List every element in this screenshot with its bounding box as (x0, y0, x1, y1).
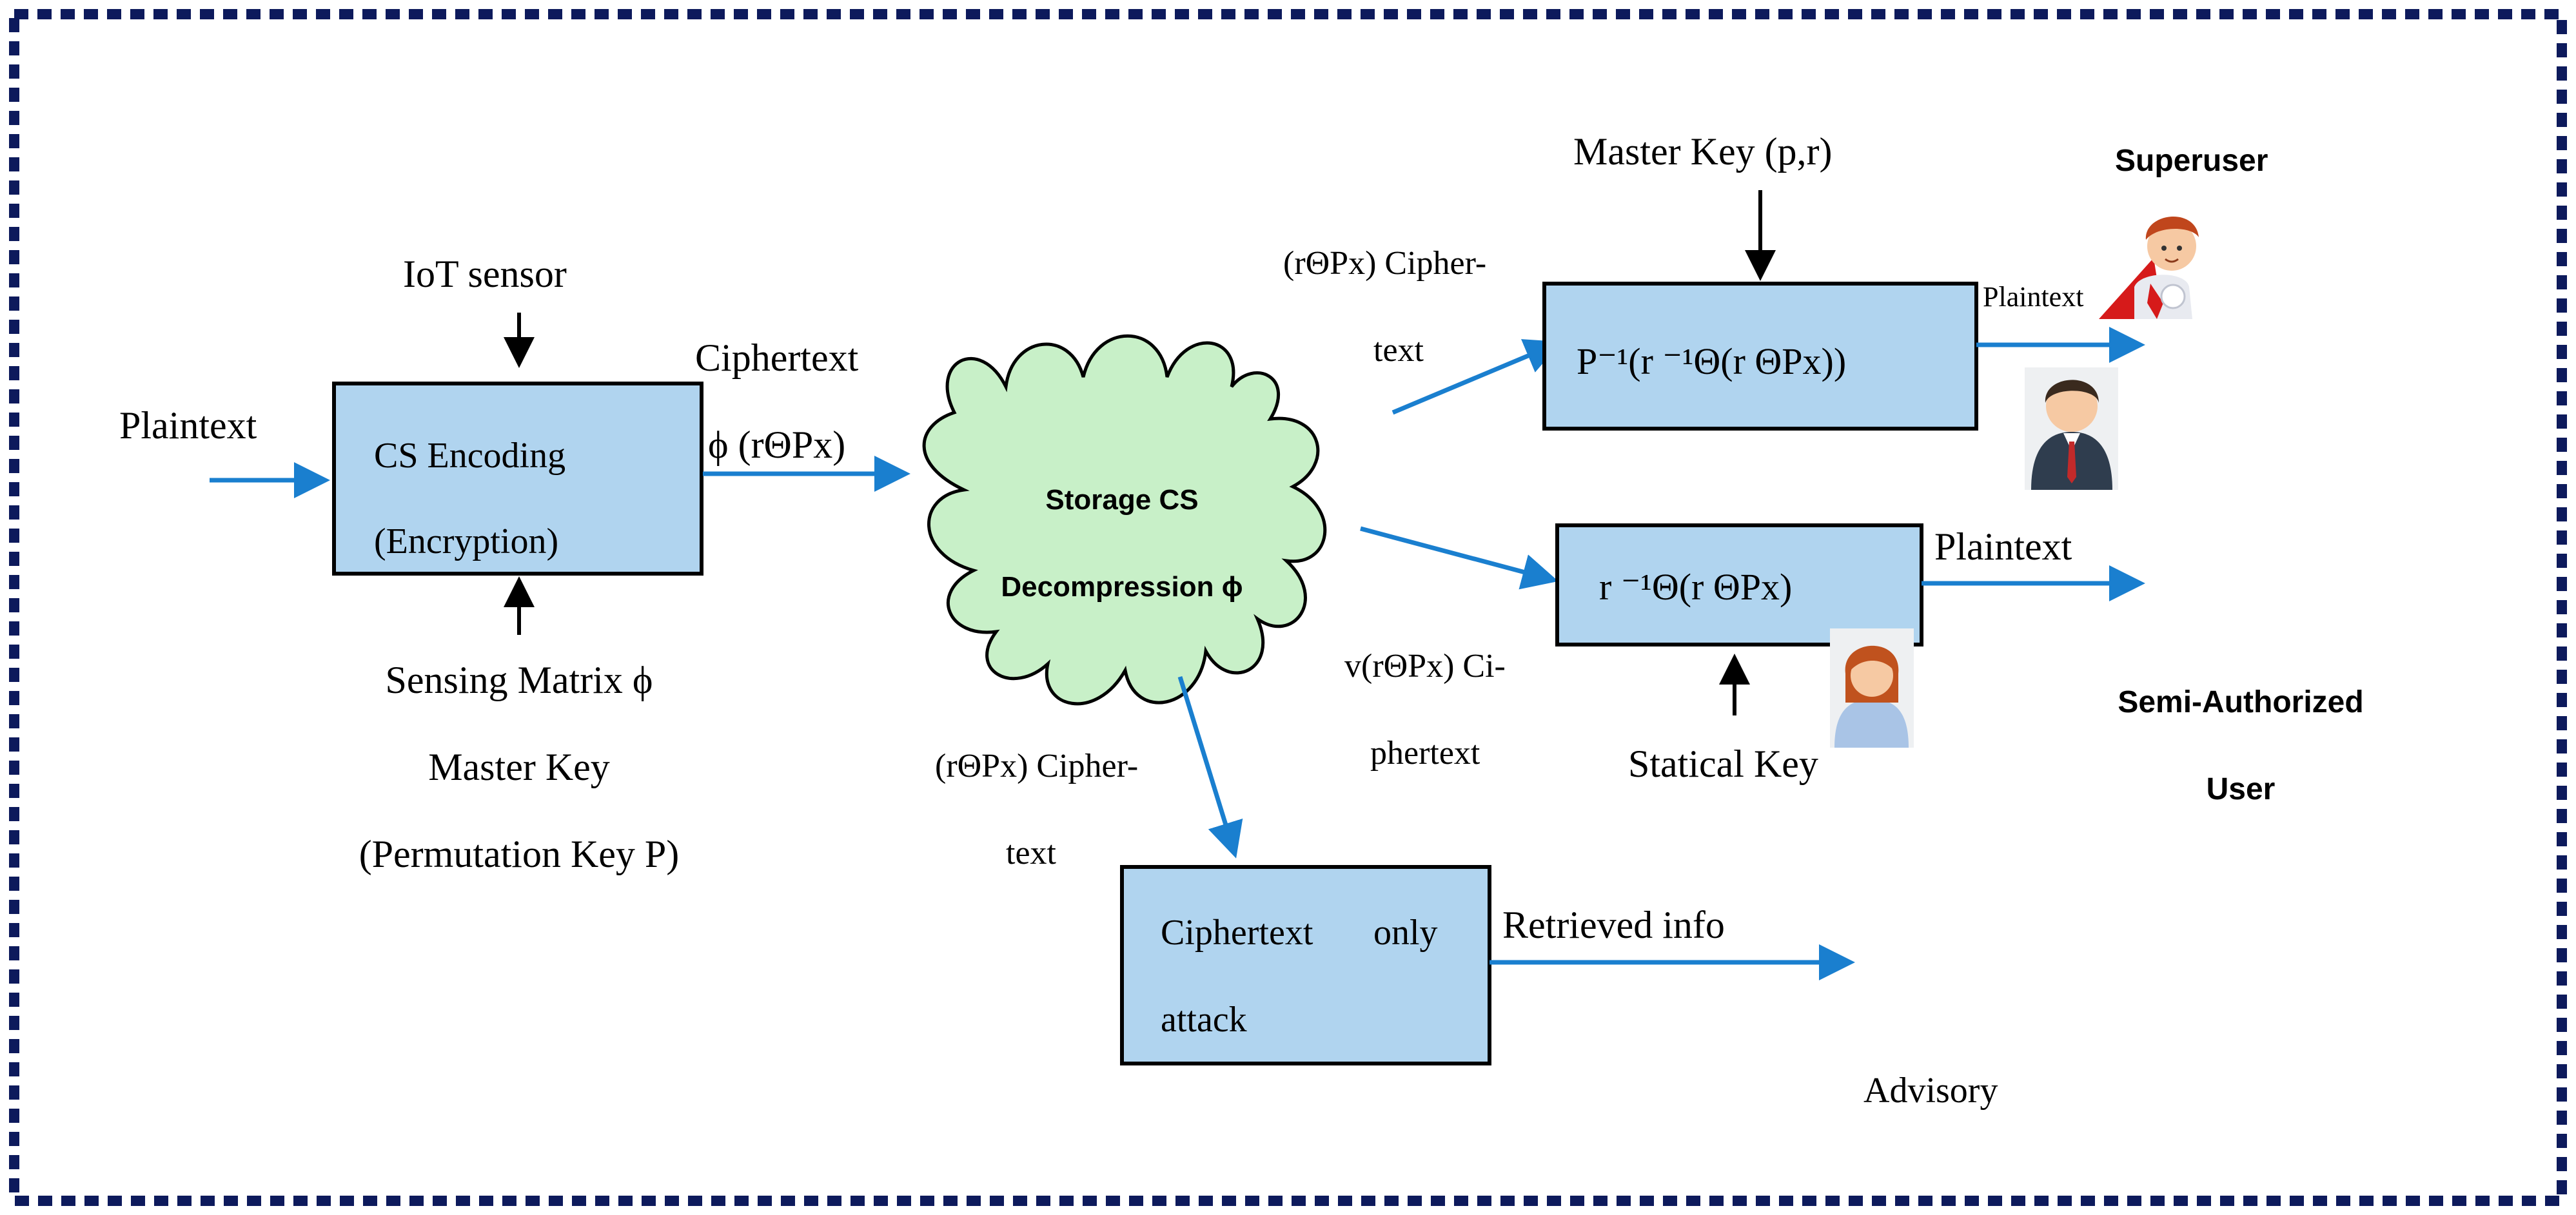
advisory-label: Advisory (1863, 1071, 1998, 1111)
plaintext-input-label: Plaintext (119, 404, 257, 447)
cloud-label-line1: Storage CS (1045, 484, 1198, 516)
attack-box-line2: attack (1161, 1000, 1247, 1040)
superuser-role-label: Superuser (2115, 144, 2268, 178)
superuser-plaintext-label: Plaintext (1983, 281, 2083, 313)
cs-encoding-line2: (Encryption) (374, 521, 558, 561)
attack-box-line1-a: Ciphertext (1161, 913, 1313, 953)
attack-box-line1-b: only (1373, 913, 1438, 953)
permutation-key-label: (Permutation Key P) (359, 833, 680, 875)
superuser-avatar-icon (2099, 217, 2199, 319)
cloud-label-line2: Decompression ϕ (1001, 571, 1243, 603)
ciphertext-output-label: Ciphertext (695, 336, 859, 379)
cloud-to-semi-arrow (1360, 526, 1558, 590)
semi-decrypt-formula: r ⁻¹Θ(r ΘPx) (1599, 566, 1792, 608)
cloud-to-attack-arrow (1177, 676, 1243, 859)
cs-encoding-box: CS Encoding (Encryption) (332, 382, 703, 576)
sensing-matrix-label: Sensing Matrix ϕ (386, 659, 653, 701)
semi-edge-label-1: v(rΘPx) Ci- (1344, 648, 1506, 685)
statical-key-label: Statical Key (1628, 743, 1818, 785)
businessman-avatar-icon (2025, 367, 2118, 490)
attack-box: Ciphertext only attack (1120, 865, 1491, 1065)
retrieved-info-label: Retrieved info (1502, 904, 1725, 946)
superuser-decrypt-box: P⁻¹(r ⁻¹Θ(r ΘPx)) (1542, 282, 1978, 431)
cs-encoding-line1: CS Encoding (374, 436, 565, 476)
semi-role-label-2: User (2207, 772, 2276, 806)
superuser-edge-label-2: text (1373, 332, 1424, 369)
semi-plaintext-label: Plaintext (1934, 525, 2072, 568)
semi-edge-label-2: phertext (1370, 735, 1480, 772)
cloud-to-superuser-arrow (1391, 339, 1562, 415)
attack-edge-label-2: text (1006, 835, 1057, 871)
ciphertext-formula-label: ϕ (rΘPx) (708, 423, 845, 466)
attack-edge-label-1: (rΘPx) Cipher- (935, 748, 1138, 784)
storage-cloud (922, 334, 1327, 706)
master-key-pr-label: Master Key (p,r) (1573, 130, 1833, 173)
dashed-frame (9, 9, 2567, 1206)
master-key-label: Master Key (428, 746, 610, 788)
iot-sensor-label: IoT sensor (403, 253, 567, 295)
semi-decrypt-box: r ⁻¹Θ(r ΘPx) (1555, 523, 1923, 646)
superuser-decrypt-formula: P⁻¹(r ⁻¹Θ(r ΘPx)) (1577, 340, 1846, 382)
semi-user-avatar-icon (1830, 628, 1914, 748)
semi-role-label-1: Semi-Authorized (2118, 685, 2363, 719)
superuser-edge-label-1: (rΘPx) Cipher- (1283, 245, 1486, 282)
